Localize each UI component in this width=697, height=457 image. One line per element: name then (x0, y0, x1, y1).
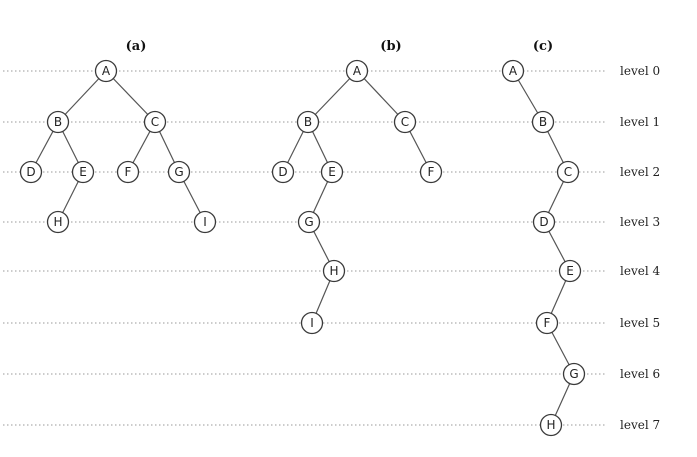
tree-b-node-I: I (300, 311, 324, 335)
tree-b-node-F: F (419, 160, 443, 184)
node-circle (71, 160, 95, 184)
node-label: E (566, 264, 574, 278)
node-label: G (174, 165, 183, 179)
tree-a-node-C: C (143, 110, 167, 134)
tree-nodes: A B C D E F G H I A B C D E F G H I A B C D E F G H (19, 59, 586, 437)
node-circle (296, 110, 320, 134)
level-label-4: level 4 (620, 264, 660, 278)
node-circle (94, 59, 118, 83)
node-circle (539, 413, 563, 437)
node-circle (300, 311, 324, 335)
node-label: E (328, 165, 336, 179)
node-circle (193, 210, 217, 234)
tree-a-node-I: I (193, 210, 217, 234)
node-circle (46, 210, 70, 234)
tree-c-node-H: H (539, 413, 563, 437)
tree-b-node-G: G (297, 210, 321, 234)
tree-c-node-G: G (562, 362, 586, 386)
node-label: B (54, 115, 62, 129)
edge-b-A-C (356, 70, 406, 123)
level-labels: level 0 level 1 level 2 level 3 level 4 level… (620, 64, 660, 432)
node-circle (143, 110, 167, 134)
node-circle (19, 160, 43, 184)
node-label: C (564, 165, 572, 179)
node-label: F (544, 316, 551, 330)
node-label: C (401, 115, 409, 129)
node-label: A (509, 64, 518, 78)
panel-title-c: (c) (533, 39, 553, 54)
level-label-2: level 2 (620, 165, 660, 179)
tree-b-node-C: C (393, 110, 417, 134)
tree-a-node-B: B (46, 110, 70, 134)
tree-c-node-D: D (532, 210, 556, 234)
tree-b-node-A: A (345, 59, 369, 83)
node-circle (535, 311, 559, 335)
edge-a-A-C (105, 70, 156, 123)
level-label-7: level 7 (620, 418, 660, 432)
node-label: D (539, 215, 548, 229)
node-label: G (569, 367, 578, 381)
node-label: H (329, 264, 338, 278)
tree-a-node-A: A (94, 59, 118, 83)
node-circle (322, 259, 346, 283)
node-label: C (151, 115, 159, 129)
tree-a-node-F: F (116, 160, 140, 184)
node-circle (556, 160, 580, 184)
node-circle (116, 160, 140, 184)
node-circle (419, 160, 443, 184)
tree-c-node-A: A (501, 59, 525, 83)
panel-title-a: (a) (126, 39, 147, 54)
node-circle (532, 210, 556, 234)
tree-b-node-B: B (296, 110, 320, 134)
node-label: F (125, 165, 132, 179)
tree-c-node-C: C (556, 160, 580, 184)
node-label: A (102, 64, 111, 78)
node-label: D (278, 165, 287, 179)
tree-a-node-H: H (46, 210, 70, 234)
node-label: I (310, 316, 314, 330)
level-label-1: level 1 (620, 115, 660, 129)
node-label: D (26, 165, 35, 179)
node-circle (531, 110, 555, 134)
tree-b-node-E: E (320, 160, 344, 184)
tree-b-node-D: D (271, 160, 295, 184)
node-circle (345, 59, 369, 83)
node-label: I (203, 215, 207, 229)
edge-a-A-B (57, 70, 107, 123)
node-circle (320, 160, 344, 184)
tree-b-node-H: H (322, 259, 346, 283)
tree-c-node-E: E (558, 259, 582, 283)
node-circle (393, 110, 417, 134)
node-label: H (546, 418, 555, 432)
node-circle (46, 110, 70, 134)
node-label: G (304, 215, 313, 229)
tree-a-node-D: D (19, 160, 43, 184)
panel-title-b: (b) (380, 39, 401, 54)
node-label: B (304, 115, 312, 129)
tree-c-node-B: B (531, 110, 555, 134)
edge-b-A-B (307, 70, 358, 123)
level-label-6: level 6 (620, 367, 660, 381)
tree-c-node-F: F (535, 311, 559, 335)
node-label: F (428, 165, 435, 179)
level-label-3: level 3 (620, 215, 660, 229)
node-label: H (53, 215, 62, 229)
node-circle (558, 259, 582, 283)
node-circle (271, 160, 295, 184)
node-label: B (539, 115, 547, 129)
level-label-5: level 5 (620, 316, 660, 330)
node-label: A (353, 64, 362, 78)
node-circle (297, 210, 321, 234)
level-label-0: level 0 (620, 64, 660, 78)
node-label: E (79, 165, 87, 179)
tree-a-node-G: G (167, 160, 191, 184)
tree-a-node-E: E (71, 160, 95, 184)
node-circle (167, 160, 191, 184)
node-circle (501, 59, 525, 83)
node-circle (562, 362, 586, 386)
